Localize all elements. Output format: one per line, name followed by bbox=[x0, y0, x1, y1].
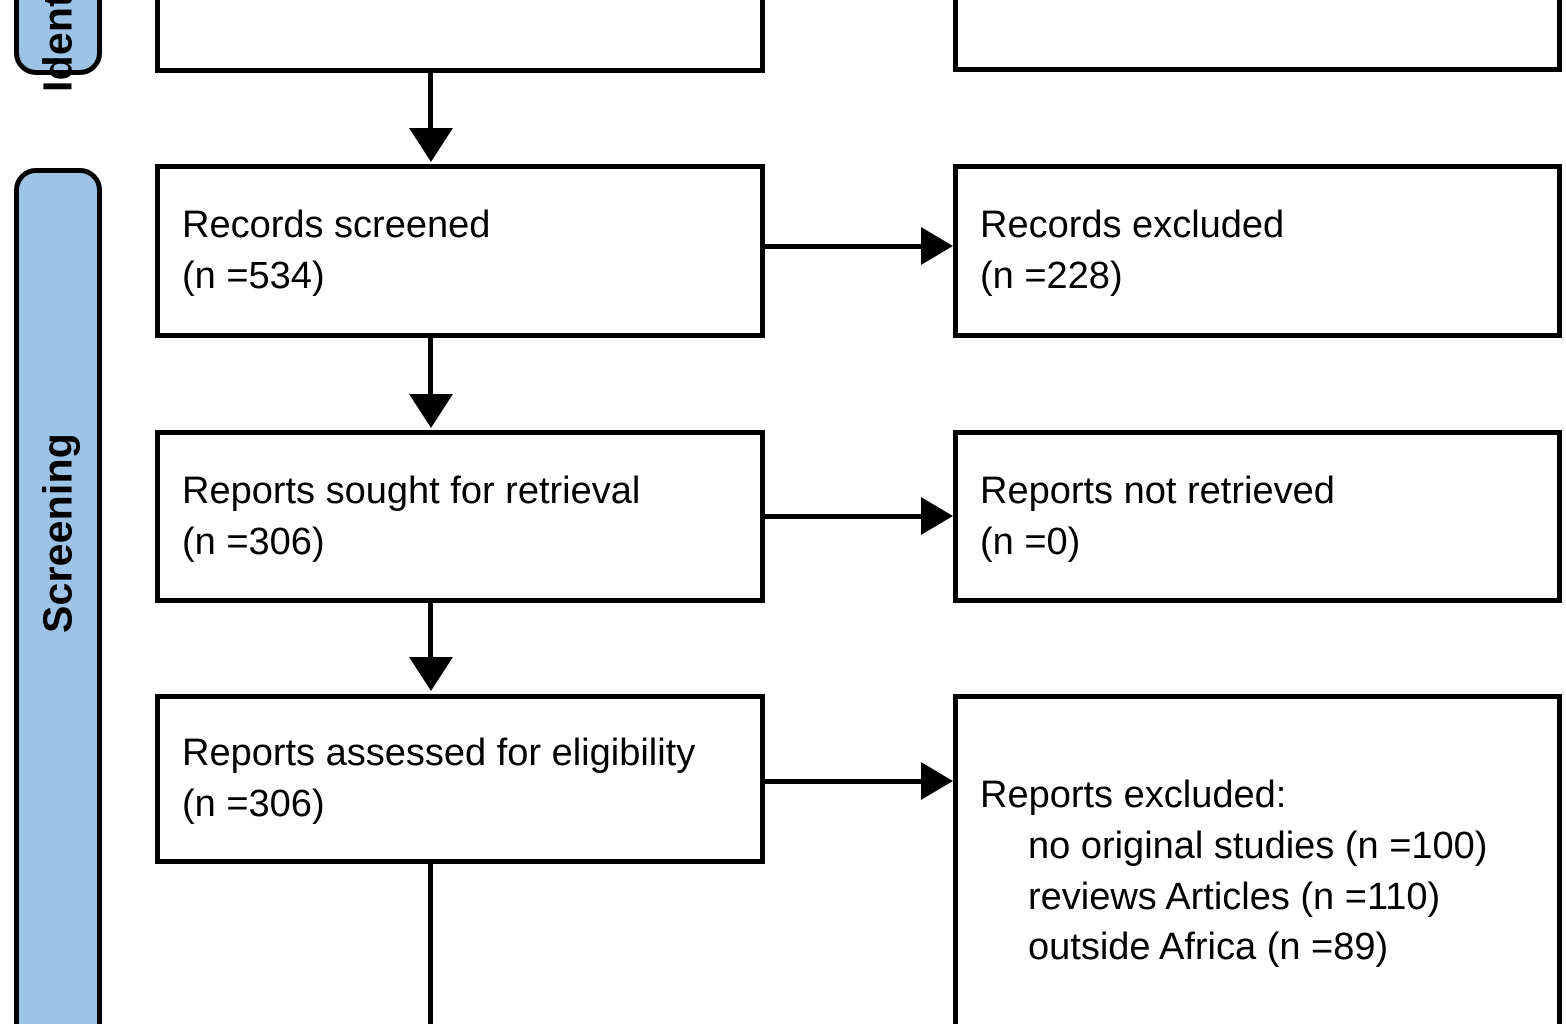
connector-assessed-to-excluded-line bbox=[765, 779, 925, 784]
box-reports-excluded-line-2: no original studies (n =100) bbox=[1028, 824, 1488, 867]
stage-label-identification: Identification bbox=[35, 0, 82, 91]
connector-identified-to-screened-arrowhead bbox=[409, 128, 453, 162]
box-reports-assessed-line-1: Reports assessed for eligibility bbox=[182, 732, 696, 775]
connector-screened-to-sought-arrowhead bbox=[409, 394, 453, 428]
box-reports-excluded: Reports excluded: no original studies (n… bbox=[953, 694, 1562, 1024]
box-records-screened-line-2: (n =534) bbox=[182, 255, 325, 297]
connector-screened-to-sought-line bbox=[428, 338, 433, 400]
stage-bar-screening: Screening bbox=[14, 168, 102, 1024]
box-reports-sought: Reports sought for retrieval (n =306) bbox=[155, 430, 765, 603]
box-reports-excluded-text: Reports excluded: no original studies (n… bbox=[958, 770, 1557, 972]
box-records-excluded-line-1: Records excluded bbox=[980, 204, 1285, 247]
box-reports-not-retrieved-line-1: Reports not retrieved bbox=[980, 469, 1335, 512]
box-records-identified bbox=[155, 0, 765, 73]
box-reports-not-retrieved-line-2: (n =0) bbox=[980, 520, 1081, 563]
box-records-excluded: Records excluded (n =228) bbox=[953, 164, 1562, 338]
connector-screened-to-excluded-arrowhead bbox=[921, 227, 953, 265]
box-reports-sought-text: Reports sought for retrieval (n =306) bbox=[160, 466, 760, 567]
box-reports-excluded-line-4: outside Africa (n =89) bbox=[1028, 926, 1389, 969]
box-reports-sought-line-2: (n =306) bbox=[182, 520, 325, 563]
box-reports-assessed-line-2: (n =306) bbox=[182, 783, 325, 825]
connector-sought-to-assessed-arrowhead bbox=[409, 657, 453, 691]
box-reports-excluded-line-1: Reports excluded: bbox=[980, 774, 1287, 817]
connector-sought-to-assessed-line bbox=[428, 603, 433, 663]
box-reports-assessed: Reports assessed for eligibility (n =306… bbox=[155, 694, 765, 864]
box-reports-excluded-line-3: reviews Articles (n =110) bbox=[1028, 875, 1441, 918]
box-reports-sought-line-1: Reports sought for retrieval bbox=[182, 469, 641, 512]
box-records-screened-line-1: Records screened bbox=[182, 204, 491, 247]
box-reports-not-retrieved-text: Reports not retrieved (n =0) bbox=[958, 466, 1557, 567]
stage-bar-identification: Identification bbox=[14, 0, 102, 91]
connector-sought-to-not-retrieved-line bbox=[765, 514, 925, 519]
box-records-screened: Records screened (n =534) bbox=[155, 164, 765, 338]
box-reports-not-retrieved: Reports not retrieved (n =0) bbox=[953, 430, 1562, 603]
box-records-removed bbox=[953, 0, 1562, 72]
connector-sought-to-not-retrieved-arrowhead bbox=[921, 497, 953, 535]
box-records-excluded-text: Records excluded (n =228) bbox=[958, 200, 1557, 301]
connector-assessed-to-excluded-arrowhead bbox=[921, 762, 953, 800]
box-records-excluded-line-2: (n =228) bbox=[980, 255, 1123, 297]
connector-screened-to-excluded-line bbox=[765, 244, 925, 249]
box-reports-assessed-text: Reports assessed for eligibility (n =306… bbox=[160, 728, 760, 829]
connector-assessed-to-included-line bbox=[428, 864, 433, 1024]
stage-label-screening: Screening bbox=[34, 432, 81, 634]
box-records-screened-text: Records screened (n =534) bbox=[160, 200, 760, 301]
connector-identified-to-screened-line bbox=[428, 73, 433, 135]
